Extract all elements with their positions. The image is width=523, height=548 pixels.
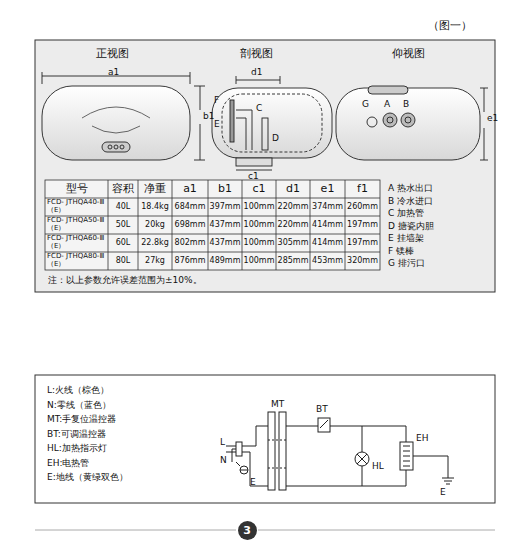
table-header: 容积 bbox=[108, 180, 138, 198]
table-cell: 285mm bbox=[276, 252, 310, 270]
table-cell: 374mm bbox=[310, 198, 345, 216]
table-cell: 100mm bbox=[242, 252, 276, 270]
wiring-legend: L:火线（棕色） bbox=[47, 386, 109, 396]
wiring-legend: E:地线（黄绿双色） bbox=[47, 473, 128, 483]
table-header: a1 bbox=[172, 180, 208, 198]
table-cell: 876mm bbox=[172, 252, 208, 270]
table-header: f1 bbox=[345, 180, 380, 198]
table-cell: 197mm bbox=[345, 234, 380, 252]
callout-label: b1 bbox=[203, 112, 214, 122]
callout-label: HL bbox=[372, 462, 384, 472]
legend-item: E 挂墙架 bbox=[388, 234, 424, 244]
wiring-legend: HL:加热指示灯 bbox=[47, 444, 107, 454]
legend-item: B 冷水进口 bbox=[388, 197, 433, 207]
table-cell: 260mm bbox=[345, 198, 380, 216]
table-cell: FCD- JTHQA60-Ⅲ（E） bbox=[45, 234, 108, 252]
table-cell: 60L bbox=[108, 234, 138, 252]
table-cell: 437mm bbox=[208, 216, 242, 234]
wiring-legend: BT:可调温控器 bbox=[47, 430, 106, 440]
wiring-legend: MT:手复位温控器 bbox=[47, 415, 116, 425]
callout-label: d1 bbox=[251, 68, 262, 78]
table-cell: 20kg bbox=[138, 216, 172, 234]
legend-item: F 镁棒 bbox=[388, 247, 414, 257]
callout-label: N bbox=[220, 456, 227, 466]
table-cell: 22.8kg bbox=[138, 234, 172, 252]
page-number-text: 3 bbox=[243, 524, 251, 537]
table-cell: 100mm bbox=[242, 234, 276, 252]
table-header: 型号 bbox=[45, 180, 108, 198]
table-cell: 414mm bbox=[310, 216, 345, 234]
wiring-legend: N:零线（蓝色） bbox=[47, 401, 111, 411]
callout-label: L bbox=[220, 438, 225, 448]
callout-label: c1 bbox=[248, 172, 259, 182]
front-view bbox=[42, 72, 205, 160]
callout-label: E bbox=[214, 120, 220, 130]
table-cell: 40L bbox=[108, 198, 138, 216]
view-title: 正视图 bbox=[96, 48, 129, 60]
view-title: 仰视图 bbox=[392, 48, 425, 60]
wiring-legend: EH:电热管 bbox=[47, 459, 90, 469]
table-cell: 698mm bbox=[172, 216, 208, 234]
callout-label: E bbox=[250, 478, 256, 488]
wiring-panel bbox=[35, 375, 495, 503]
table-grid bbox=[45, 180, 380, 270]
table-cell: 414mm bbox=[310, 234, 345, 252]
table-cell: 453mm bbox=[310, 252, 345, 270]
table-cell: 100mm bbox=[242, 198, 276, 216]
callout-label: a1 bbox=[108, 68, 119, 78]
table-cell: 80L bbox=[108, 252, 138, 270]
panel bbox=[35, 40, 495, 292]
callout-label: D bbox=[272, 134, 279, 144]
legend-item: A 热水出口 bbox=[388, 184, 433, 194]
legend-item: C 加热管 bbox=[388, 209, 424, 219]
table-cell: 320mm bbox=[345, 252, 380, 270]
table-cell: FCD- JTHQA50-Ⅲ（E） bbox=[45, 216, 108, 234]
section-view bbox=[212, 76, 332, 170]
callout-label: e1 bbox=[487, 114, 498, 124]
table-cell: 802mm bbox=[172, 234, 208, 252]
callout-label: F bbox=[214, 96, 219, 106]
callout-label: 注：以上参数允许误差范围为±10%。 bbox=[48, 276, 202, 286]
table-header: b1 bbox=[208, 180, 242, 198]
view-title: （图一） bbox=[428, 20, 472, 32]
table-cell: FCD- JTHQA40-Ⅲ（E） bbox=[45, 198, 108, 216]
callout-label: MT bbox=[271, 400, 284, 410]
table-cell: 437mm bbox=[208, 234, 242, 252]
footer-line bbox=[35, 530, 236, 531]
table-cell: 489mm bbox=[208, 252, 242, 270]
table-cell: 684mm bbox=[172, 198, 208, 216]
view-title: 剖视图 bbox=[240, 48, 273, 60]
callout-label: C bbox=[256, 104, 262, 114]
page-number: 3 bbox=[238, 521, 257, 540]
table-cell: 197mm bbox=[345, 216, 380, 234]
table-cell: 18.4kg bbox=[138, 198, 172, 216]
table-cell: 50L bbox=[108, 216, 138, 234]
callout-label: EH bbox=[416, 434, 428, 444]
table-header: c1 bbox=[242, 180, 276, 198]
table-header: 净重 bbox=[138, 180, 172, 198]
table-cell: 397mm bbox=[208, 198, 242, 216]
table-cell: 220mm bbox=[276, 216, 310, 234]
table-cell: 100mm bbox=[242, 216, 276, 234]
callout-label: E bbox=[440, 488, 446, 498]
table-cell: FCD- JTHQA80-Ⅲ（E） bbox=[45, 252, 108, 270]
callout-label: A bbox=[384, 100, 390, 110]
legend-item: G 排污口 bbox=[388, 259, 425, 269]
callout-label: G bbox=[362, 100, 369, 110]
table-cell: 220mm bbox=[276, 198, 310, 216]
legend-item: D 搪瓷内胆 bbox=[388, 222, 434, 232]
table-cell: 305mm bbox=[276, 234, 310, 252]
callout-label: B bbox=[403, 100, 409, 110]
wiring bbox=[226, 412, 454, 490]
callout-label: BT bbox=[316, 405, 328, 415]
bottom-view bbox=[336, 86, 488, 160]
table-header: e1 bbox=[310, 180, 345, 198]
table-cell: 27kg bbox=[138, 252, 172, 270]
table-header: d1 bbox=[276, 180, 310, 198]
footer-line bbox=[258, 530, 495, 531]
